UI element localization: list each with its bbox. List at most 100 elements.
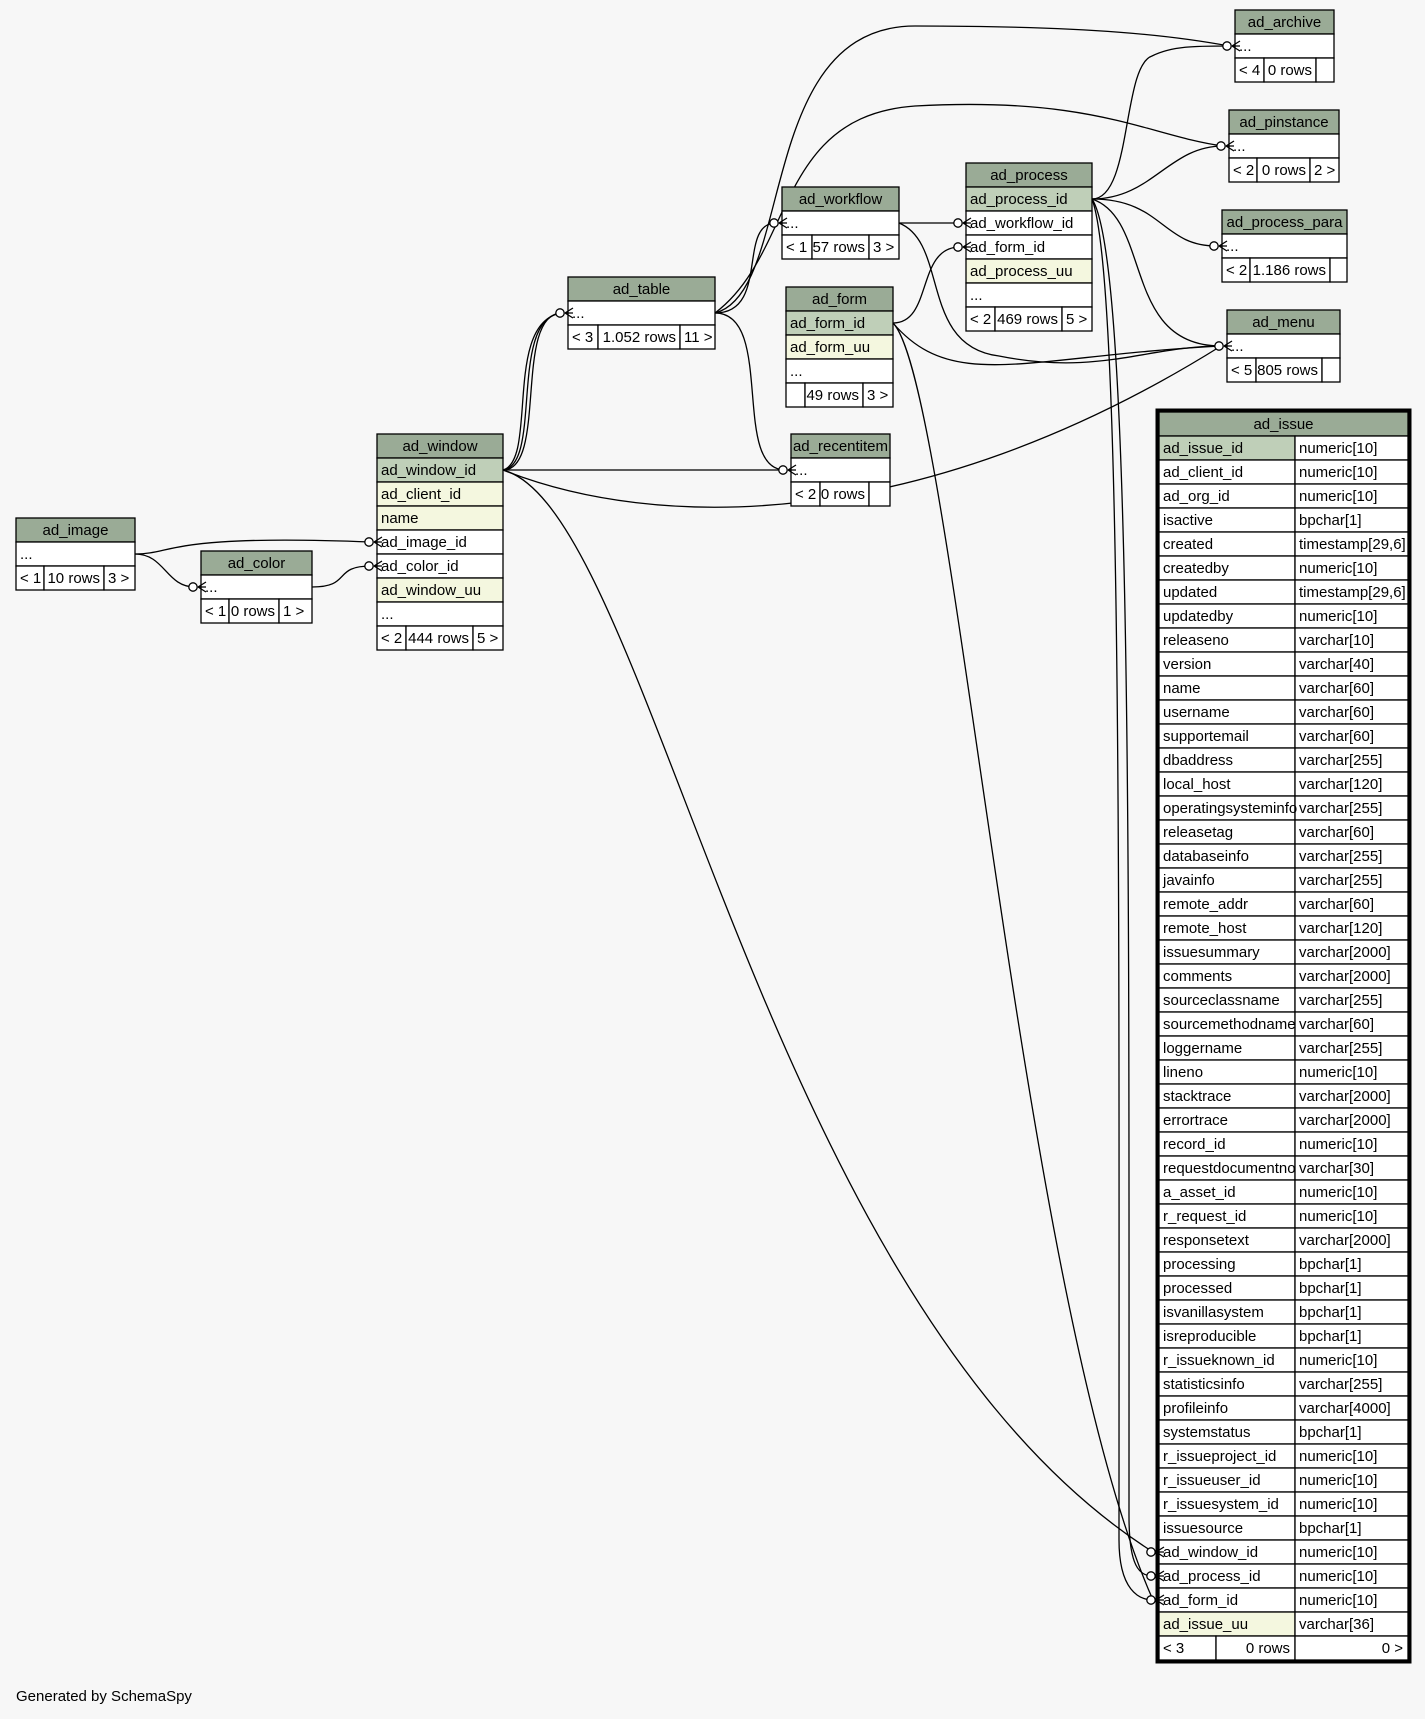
column-row (376, 457, 504, 483)
table-ad-window[interactable]: ad_windowad_window_idad_client_idnamead_… (376, 433, 504, 651)
table-name: ad_issue (1253, 416, 1313, 433)
column-type-cell (1294, 507, 1409, 533)
column-name: requestdocumentno (1163, 1160, 1296, 1177)
parents-link[interactable]: < 3 (572, 329, 593, 346)
children-link[interactable]: 5 > (1066, 311, 1088, 328)
table-header[interactable] (1221, 209, 1348, 235)
column-name-cell (1158, 1107, 1296, 1133)
column-type: varchar[60] (1299, 704, 1374, 721)
column-name-cell (1158, 579, 1296, 605)
column-name: isreproducible (1163, 1328, 1256, 1345)
column-name: ad_form_uu (790, 339, 870, 356)
children-link[interactable]: 3 > (867, 387, 889, 404)
column-type-cell (1294, 987, 1409, 1013)
parents-link[interactable]: < 5 (1231, 362, 1252, 379)
table-header[interactable] (1158, 411, 1409, 437)
column-name: releaseno (1163, 632, 1229, 649)
column-type: numeric[10] (1299, 1472, 1377, 1489)
parents-link[interactable]: < 1 (786, 239, 807, 256)
column-type-cell (1294, 939, 1409, 965)
table-header[interactable] (1226, 309, 1341, 335)
column-name: errortrace (1163, 1112, 1228, 1129)
many-end-marker (1216, 140, 1235, 152)
parents-link[interactable]: < 2 (381, 630, 402, 647)
row-count: 57 rows (812, 239, 865, 256)
table-header[interactable] (567, 276, 716, 302)
column-name-cell (1158, 1419, 1296, 1445)
parents-link[interactable]: < 1 (20, 570, 41, 587)
children-link[interactable]: 11 > (684, 329, 713, 346)
many-end-marker (364, 536, 383, 548)
children-link[interactable]: 5 > (477, 630, 499, 647)
column-type: bpchar[1] (1299, 1256, 1362, 1273)
column-name: issuesummary (1163, 944, 1260, 961)
parents-link[interactable]: < 2 (1233, 162, 1254, 179)
column-type: numeric[10] (1299, 1544, 1377, 1561)
children-link[interactable]: 3 > (108, 570, 130, 587)
table-header[interactable] (376, 433, 504, 459)
column-type-cell (1294, 1443, 1409, 1469)
table-header[interactable] (200, 550, 313, 576)
column-name: releasetag (1163, 824, 1233, 841)
column-name: ... (1231, 338, 1244, 355)
parents-link[interactable]: < 1 (205, 603, 226, 620)
column-type: timestamp[29,6] (1299, 536, 1406, 553)
row-count: 1.186 rows (1253, 262, 1326, 279)
table-ad-process[interactable]: ad_processad_process_idad_workflow_idad_… (965, 162, 1093, 332)
parents-link[interactable]: < 2 (795, 486, 816, 503)
table-name: ad_process_para (1227, 214, 1344, 231)
parents-link[interactable]: < 2 (970, 311, 991, 328)
column-type-cell (1294, 867, 1409, 893)
column-name: remote_addr (1163, 896, 1248, 913)
column-name: ad_issue_id (1163, 440, 1243, 457)
footer-cell (1309, 157, 1340, 183)
children-link[interactable]: 1 > (283, 603, 305, 620)
children-link[interactable]: 2 > (1314, 162, 1336, 179)
row-count: 0 rows (231, 603, 275, 620)
children-link[interactable]: 0 > (1382, 1640, 1404, 1657)
relationship-line (134, 553, 196, 588)
column-name: ad_window_uu (381, 582, 481, 599)
column-type-cell (1294, 723, 1409, 749)
table-header[interactable] (790, 433, 891, 459)
column-type: numeric[10] (1299, 1568, 1377, 1585)
relationship-line (898, 222, 1222, 364)
table-header[interactable] (1228, 109, 1340, 135)
column-type-cell (1294, 1155, 1409, 1181)
column-type: bpchar[1] (1299, 1304, 1362, 1321)
table-name: ad_workflow (799, 191, 883, 208)
column-type-cell (1294, 1467, 1409, 1493)
column-type-cell (1294, 1083, 1409, 1109)
footer-cell (1263, 57, 1317, 83)
footer-cell (994, 306, 1063, 332)
relationship-line (502, 312, 563, 471)
parents-link[interactable]: < 2 (1226, 262, 1247, 279)
column-type: numeric[10] (1299, 1352, 1377, 1369)
column-type: varchar[30] (1299, 1160, 1374, 1177)
column-type: varchar[2000] (1299, 1232, 1391, 1249)
column-name: record_id (1163, 1136, 1226, 1153)
column-type: numeric[10] (1299, 1136, 1377, 1153)
column-name: updated (1163, 584, 1217, 601)
column-name: created (1163, 536, 1213, 553)
column-type: varchar[255] (1299, 848, 1382, 865)
parents-link[interactable]: < 4 (1239, 62, 1260, 79)
column-row (965, 258, 1093, 284)
column-row (1228, 133, 1340, 159)
column-name-cell (1158, 675, 1296, 701)
children-link[interactable]: 3 > (873, 239, 895, 256)
parents-link[interactable]: < 3 (1163, 1640, 1184, 1657)
table-header[interactable] (1234, 9, 1335, 35)
table-header[interactable] (15, 517, 136, 543)
